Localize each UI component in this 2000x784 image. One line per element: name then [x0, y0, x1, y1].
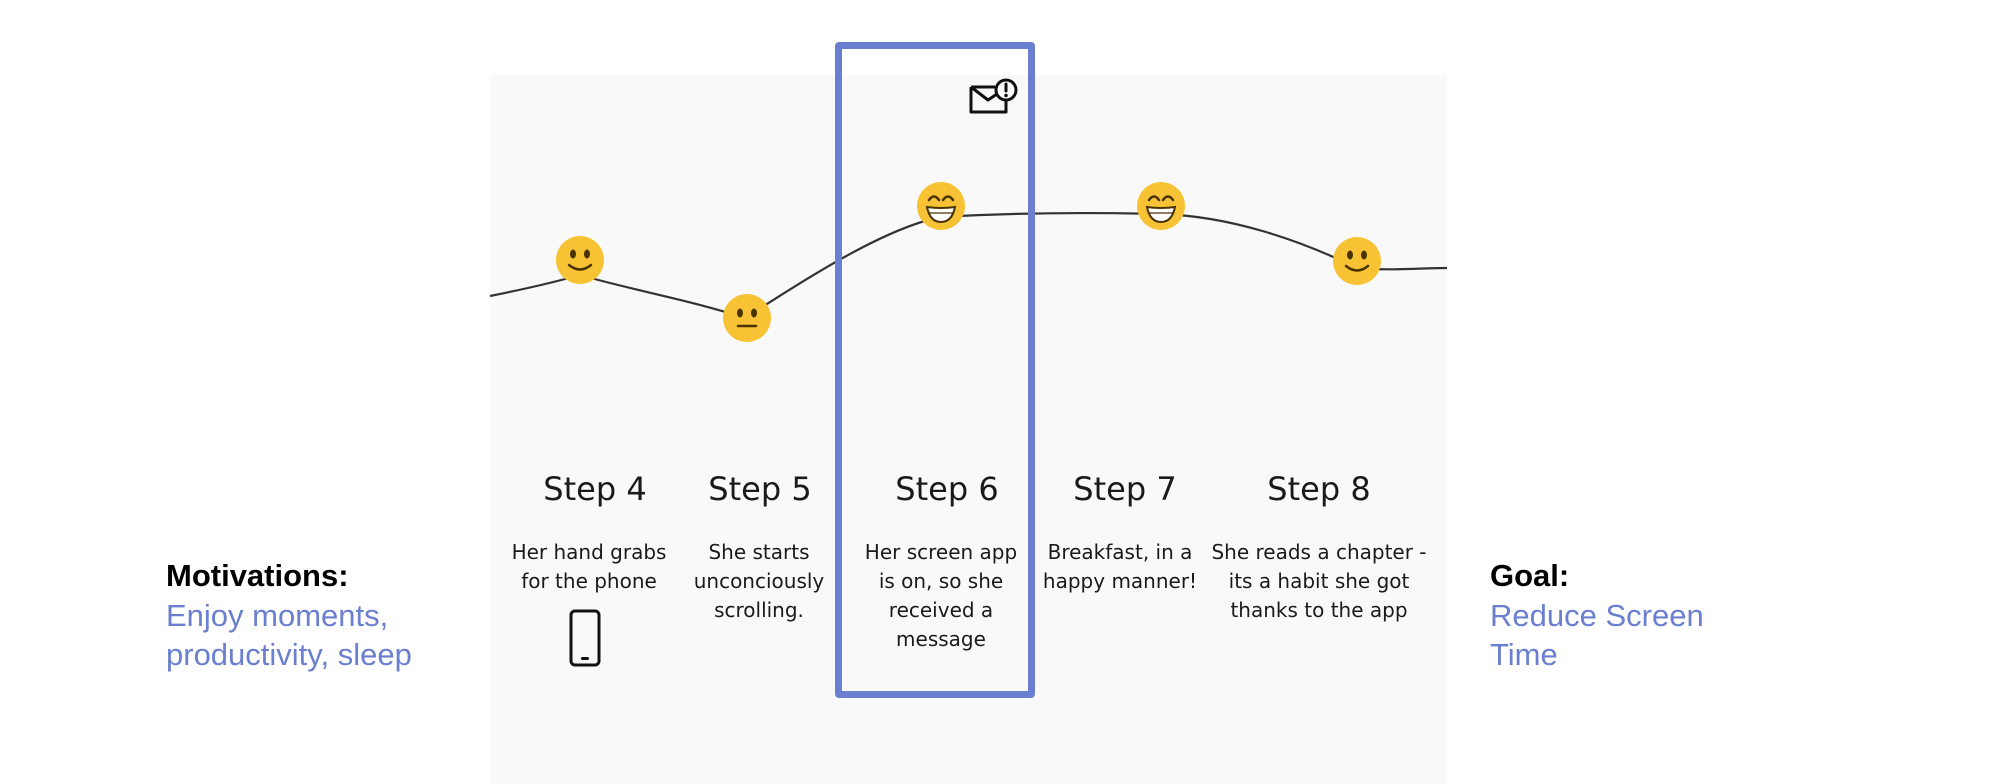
step-6-title: Step 6 [895, 470, 999, 508]
step-7-description: Breakfast, in a happy manner! [1042, 540, 1198, 593]
neutral-face-icon [723, 294, 771, 342]
step-8-title: Step 8 [1267, 470, 1371, 508]
slightly-smiling-face-icon [556, 236, 604, 284]
goal-value: Reduce Screen Time [1490, 598, 1704, 672]
step-5-description: She starts unconciously scrolling. [693, 540, 825, 622]
step-5-title: Step 5 [708, 470, 812, 508]
motivations-value: Enjoy moments, productivity, sleep [166, 598, 412, 672]
step-7-title: Step 7 [1073, 470, 1177, 508]
grinning-face-icon [1137, 182, 1185, 230]
step-6-description: Her screen app is on, so she received a … [864, 540, 1018, 651]
motivations-label: Motivations: [166, 558, 349, 593]
step-4-title: Step 4 [543, 470, 647, 508]
step-8-description: She reads a chapter - its a habit she go… [1211, 540, 1427, 622]
mail-alert-icon [969, 78, 1018, 114]
journey-panel [490, 75, 1447, 784]
step-4-description: Her hand grabs for the phone [511, 540, 667, 593]
smartphone-icon [569, 609, 601, 667]
slightly-smiling-face-icon [1333, 237, 1381, 285]
step-6-highlight-frame [835, 42, 1035, 698]
grinning-face-icon [917, 182, 965, 230]
goal-label: Goal: [1490, 558, 1570, 593]
